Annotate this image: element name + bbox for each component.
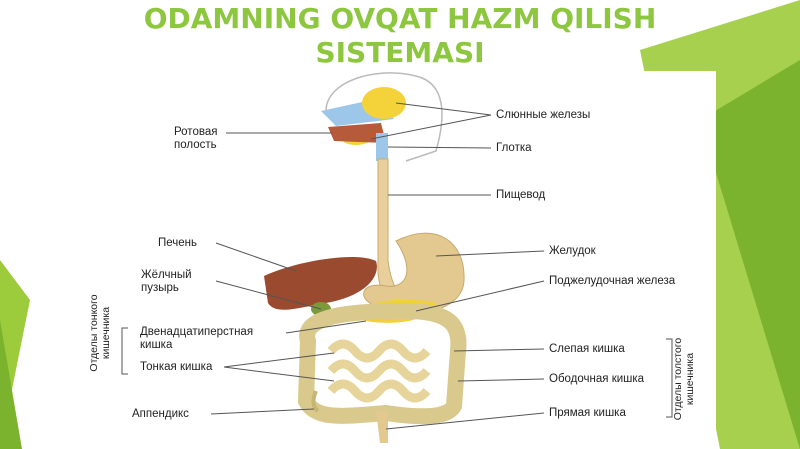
label-stomach: Желудок bbox=[549, 245, 596, 257]
label-oral-cavity-line2: полость bbox=[174, 139, 217, 151]
label-large-intestine-group-line1: Отделы толстого bbox=[672, 337, 684, 421]
label-large-intestine-group-line2: кишечника bbox=[684, 352, 696, 406]
salivary-gland-shape bbox=[362, 87, 406, 119]
digestive-system-diagram: Слюнные железы Глотка Пищевод Желудок По… bbox=[76, 71, 716, 449]
slide-title-line1: ODAMNING OVQAT HAZM QILISH bbox=[143, 2, 657, 35]
label-cecum: Слепая кишка bbox=[549, 343, 625, 355]
label-small-intestine-group: Отделы тонкого кишечника bbox=[88, 283, 112, 383]
label-rectum: Прямая кишка bbox=[549, 407, 626, 419]
label-duodenum-line2: кишка bbox=[140, 339, 173, 351]
slide-title-line2: SISTEMASI bbox=[315, 36, 485, 69]
pharynx-shape bbox=[376, 133, 388, 161]
small-intestine-shape bbox=[327, 339, 431, 403]
tongue-shape bbox=[328, 123, 386, 143]
label-pancreas: Поджелудочная железа bbox=[549, 275, 676, 287]
rectum-shape bbox=[376, 411, 388, 443]
anatomy-illustration bbox=[121, 72, 673, 443]
label-appendix: Аппендикс bbox=[132, 408, 189, 420]
head-outline bbox=[325, 72, 443, 162]
label-small-intestine-group-line2: кишечника bbox=[100, 306, 112, 360]
label-oral-cavity-line1: Ротовая bbox=[174, 126, 218, 138]
label-gallbladder-line1: Жёлчный bbox=[141, 269, 192, 281]
label-pharynx: Глотка bbox=[496, 142, 532, 154]
label-gallbladder-line2: пузырь bbox=[141, 282, 179, 294]
liver-shape bbox=[264, 256, 377, 310]
label-colon: Ободочная кишка bbox=[549, 373, 645, 385]
label-duodenum-line1: Двенадцатиперстная bbox=[140, 326, 254, 338]
label-small-intestine-group-line1: Отделы тонкого bbox=[88, 294, 100, 372]
label-large-intestine-group: Отделы толстого кишечника bbox=[672, 329, 696, 429]
label-liver: Печень bbox=[158, 237, 198, 249]
appendix-shape bbox=[311, 390, 320, 413]
slide-title: ODAMNING OVQAT HAZM QILISH SISTEMASI bbox=[0, 2, 800, 70]
leader-lines bbox=[121, 102, 673, 430]
label-small-intestine: Тонкая кишка bbox=[140, 361, 213, 373]
label-salivary-glands: Слюнные железы bbox=[496, 109, 591, 121]
label-esophagus: Пищевод bbox=[496, 189, 546, 201]
